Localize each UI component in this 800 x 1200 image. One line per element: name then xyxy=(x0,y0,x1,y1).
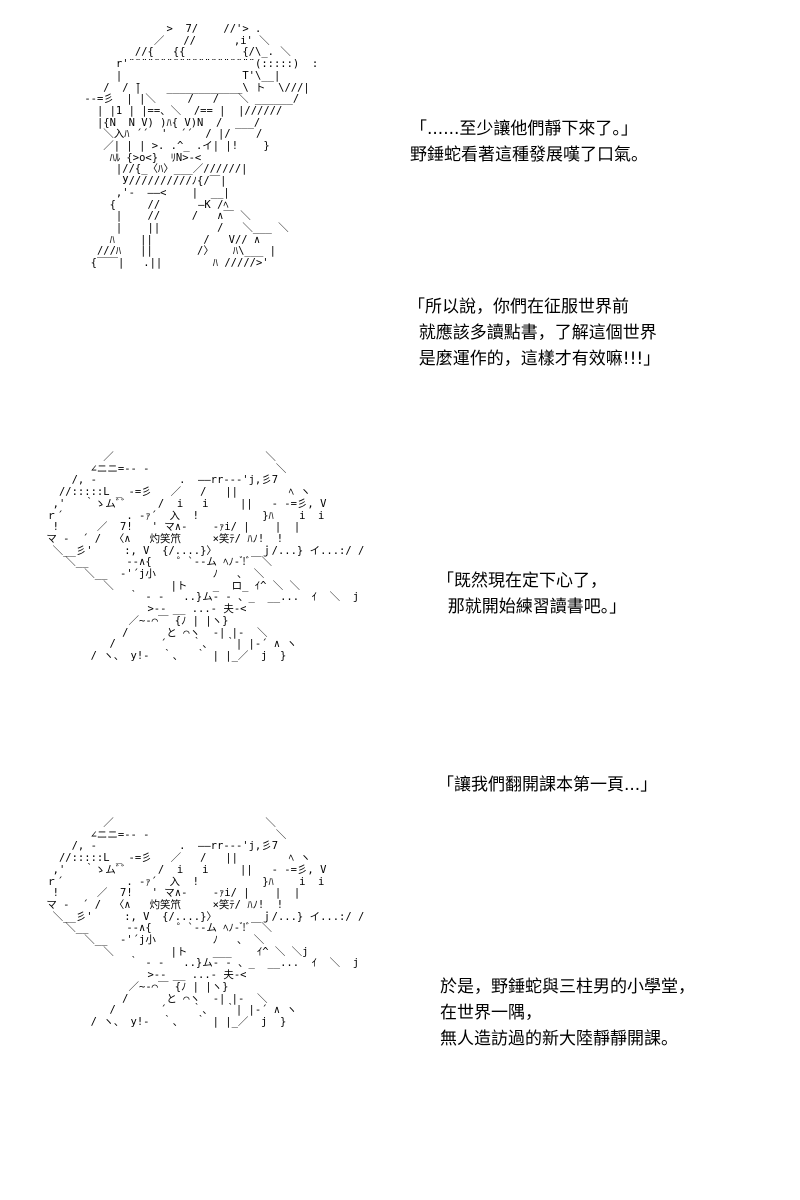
dialogue-text-4: 「讓我們翻開課本第一頁...」 xyxy=(437,775,658,795)
ascii-art-character-portrait-2: ／ ＼ ∠ニニ=-- ‐ ＼ /, - . ――rr‐‐‐'j,彡7 //:::… xyxy=(46,817,365,1028)
ascii-art-character-standing: > 7/ //'> . ／ // ,i' ＼ //{ {{ {/\_. ＼ r'… xyxy=(84,23,319,270)
dialogue-text-1: 「......至少讓他們靜下來了。」 野錘蛇看著這種發展嘆了口氣。 xyxy=(410,119,648,165)
dialogue-text-2: 「所以說，你們在征服世界前 就應該多讀點書，了解這個世界 是麼運作的，這樣才有效… xyxy=(408,297,661,369)
ascii-art-character-portrait-1: ／ ＼ ∠ニニ=-- ‐ ＼ /, - . ――rr‐‐‐'j,彡7 //:::… xyxy=(46,451,365,662)
narration-text: 於是，野錘蛇與三柱男的小學堂， 在世界一隅， 無人造訪過的新大陸靜靜開課。 xyxy=(440,977,695,1049)
dialogue-text-3: 「既然現在定下心了， 那就開始練習讀書吧。」 xyxy=(437,571,627,617)
